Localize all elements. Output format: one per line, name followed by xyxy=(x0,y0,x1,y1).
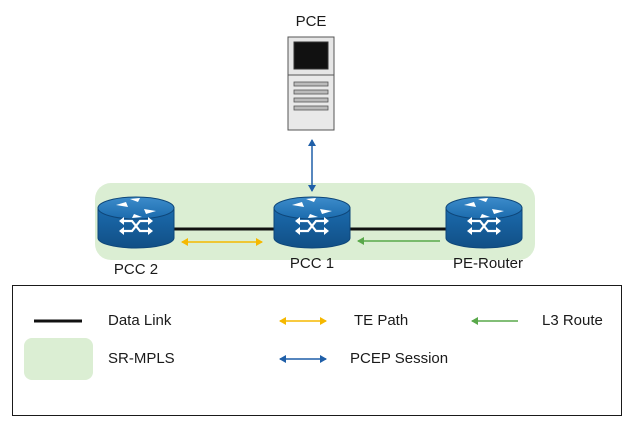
router-icon xyxy=(444,195,524,250)
pce-label: PCE xyxy=(295,13,327,30)
router-icon xyxy=(272,195,352,250)
legend-sr-mpls-swatch xyxy=(24,338,93,380)
server-icon xyxy=(287,36,335,131)
legend xyxy=(12,285,622,416)
legend-pcep-session-label: PCEP Session xyxy=(350,350,449,367)
legend-te-path-label: TE Path xyxy=(354,312,409,329)
router-icon xyxy=(96,195,176,250)
pe-router-label: PE-Router xyxy=(452,255,524,272)
pcc1-label: PCC 1 xyxy=(289,255,335,272)
pcc2-label: PCC 2 xyxy=(113,261,159,278)
legend-data-link-label: Data Link xyxy=(108,312,172,329)
legend-l3-route-label: L3 Route xyxy=(542,312,603,329)
legend-sr-mpls-label: SR-MPLS xyxy=(108,350,175,367)
